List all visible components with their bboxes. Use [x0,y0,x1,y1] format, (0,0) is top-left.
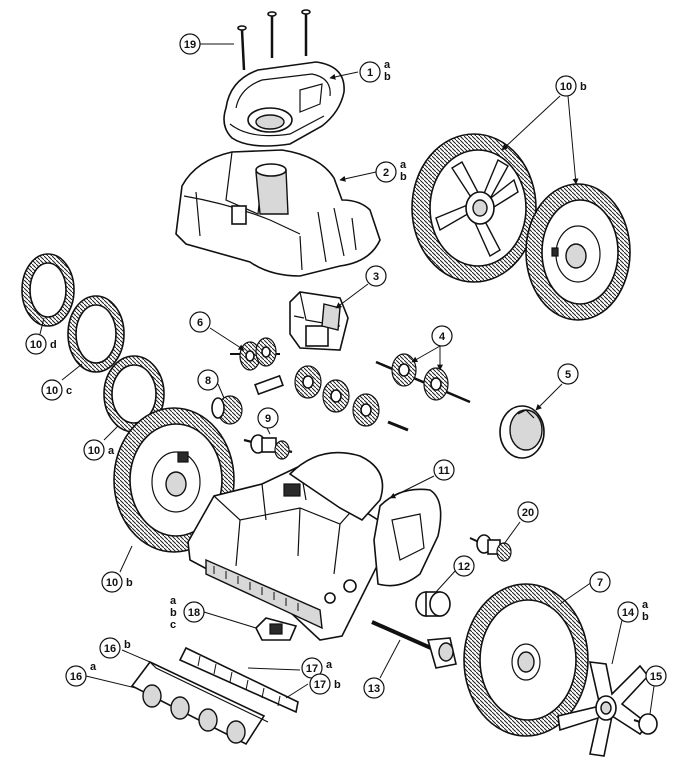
callout-12: 12 [453,555,475,577]
callout-7: 7 [589,571,611,593]
callout-10b-left: 10 b [101,571,133,593]
callout-3: 3 [365,265,387,287]
callout-10b-left-number: 10 [106,577,118,589]
callout-12-number: 12 [458,561,470,573]
callout-17b: 17 b [309,673,341,695]
callout-15: 15 [645,665,667,687]
callout-20-number: 20 [522,507,534,519]
part-10d-ring [21,253,75,327]
callout-17b-suffix: b [334,679,341,691]
part-5-cap [499,405,545,459]
callout-6-number: 6 [197,317,203,329]
callout-10c-number: 10 [46,385,58,397]
callout-17b-number: 17 [314,679,326,691]
callout-17a-suffix: a [326,659,333,671]
callout-11-number: 11 [438,465,450,477]
callout-10d-suffix: d [50,339,57,351]
callout-16a-suffix: a [90,661,97,673]
part-18-clip [255,617,298,641]
callout-10a-number: 10 [88,445,100,457]
callout-10b-top-suffix: b [580,81,587,93]
callout-14-suffix-a: a [642,599,649,611]
part-11-side-plates [288,451,442,587]
callout-2-suffix-a: a [400,159,407,171]
callout-10b-top: 10 b [555,75,587,97]
part-9-drive-shaft [243,434,293,460]
callout-14: 14 a b [617,599,649,623]
callout-19-number: 19 [184,39,196,51]
callout-19: 19 [179,33,201,55]
callout-16b-number: 16 [104,643,116,655]
callout-9: 9 [257,407,279,429]
part-4-gear-shaft [375,353,471,404]
part-7-wheel [463,583,589,737]
callout-10c-suffix: c [66,385,72,397]
callout-14-suffix-b: b [642,611,649,623]
callout-2: 2 a b [375,159,407,183]
part-10c-ring [67,295,125,373]
callout-2-suffix-b: b [400,171,407,183]
callout-3-number: 3 [373,271,379,283]
callout-7-number: 7 [597,577,603,589]
part-2-top-shell [175,149,381,277]
callout-8: 8 [197,369,219,391]
callout-10a: 10 a [83,439,115,461]
callout-14-number: 14 [622,607,635,619]
callout-15-number: 15 [650,671,662,683]
callout-4: 4 [431,325,453,347]
callout-16a-number: 16 [70,671,82,683]
callout-17a-number: 17 [306,663,318,675]
callout-1-number: 1 [367,67,373,79]
part-12-spacer [415,591,451,617]
callout-10a-suffix: a [108,445,115,457]
part-15-cap-screw [633,713,658,735]
callout-13: 13 [363,677,385,699]
callout-18-suffix-c: c [170,619,176,631]
part-1-top-cover [223,61,345,147]
callout-16b: 16 b [99,637,131,659]
callout-16a: 16 a [65,661,97,687]
part-6-gear-assembly [230,337,280,371]
callout-18-suffix-a: a [170,595,177,607]
callout-5: 5 [557,363,579,385]
callout-5-number: 5 [565,369,571,381]
leader-lines [39,43,655,715]
callout-9-number: 9 [265,413,271,425]
part-16-roller [130,660,269,746]
part-8-pinion [211,395,243,425]
part-3-turbine-housing [289,291,349,351]
part-17-skirt [178,646,299,714]
main-chassis [187,465,385,641]
callout-18-suffix-b: b [170,607,177,619]
callout-18-number: 18 [188,607,200,619]
callout-2-number: 2 [383,167,389,179]
part-20-bushing [469,534,512,562]
callout-1-suffix-a: a [384,59,391,71]
callout-6: 6 [189,311,211,333]
part-19-screws [237,9,311,71]
callout-18: 18 a b c [170,595,205,631]
part-13-axle [371,620,457,669]
idle-gears [254,365,409,432]
callout-11: 11 [433,459,455,481]
callout-16b-suffix: b [124,639,131,651]
callout-4-number: 4 [439,331,446,343]
part-10b-wheel-top-left [411,133,537,283]
part-10b-wheel-top-right [525,183,631,321]
callout-20: 20 [517,501,539,523]
callout-1-suffix-b: b [384,71,391,83]
callout-10b-left-suffix: b [126,577,133,589]
callout-10b-top-number: 10 [560,81,572,93]
callout-10d-number: 10 [30,339,42,351]
callout-10c: 10 c [41,379,72,401]
callout-10d: 10 d [25,333,57,355]
callout-1: 1 a b [359,59,391,83]
callout-13-number: 13 [368,683,380,695]
callout-8-number: 8 [205,375,211,387]
